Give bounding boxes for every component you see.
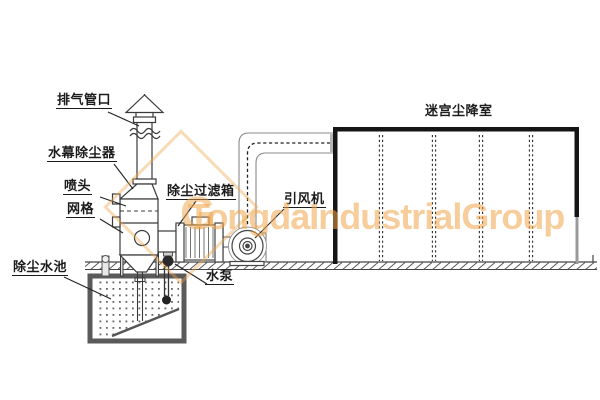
tower-transition	[118, 183, 159, 200]
label-spray-nozzle: 喷头	[63, 178, 93, 196]
scrubber-body	[119, 198, 159, 256]
label-water-curtain-dust-collector: 水幕除尘器	[47, 145, 117, 163]
filter-box-hatch	[191, 216, 210, 226]
chimney-cap	[124, 94, 165, 114]
label-induced-draft-fan: 引风机	[283, 191, 326, 209]
water-pump	[162, 249, 174, 305]
fan-base	[229, 260, 265, 267]
fan-outlet-pipe	[238, 132, 337, 230]
manhole	[133, 229, 151, 247]
scrubber-tower	[111, 94, 179, 321]
label-dust-filter-box: 除尘过滤箱	[166, 183, 236, 201]
leader-lines	[63, 111, 285, 300]
chamber-outlet-wall	[575, 217, 579, 264]
label-dust-water-pool: 除尘水池	[12, 259, 69, 277]
filter-box-ribs	[185, 227, 214, 258]
ground-line	[85, 255, 597, 270]
spray-nozzle-fitting	[111, 193, 121, 205]
tower-hopper	[118, 254, 160, 273]
labyrinth-baffles	[378, 135, 534, 261]
labyrinth-settling-chamber	[333, 127, 579, 264]
label-exhaust-pipe-outlet: 排气管口	[56, 92, 113, 110]
label-water-pump: 水泵	[205, 268, 235, 286]
foot-valve	[162, 295, 171, 305]
pipe-centerline	[246, 142, 336, 230]
stack-break-line	[129, 127, 161, 135]
dust-filter-box	[175, 216, 224, 263]
label-labyrinth-dust-settling-chamber: 迷宫尘降室	[425, 103, 493, 118]
label-mesh-grid: 网格	[66, 201, 96, 219]
mesh-grid-fitting	[111, 216, 121, 228]
scrubber-outlet-duct	[157, 230, 179, 253]
